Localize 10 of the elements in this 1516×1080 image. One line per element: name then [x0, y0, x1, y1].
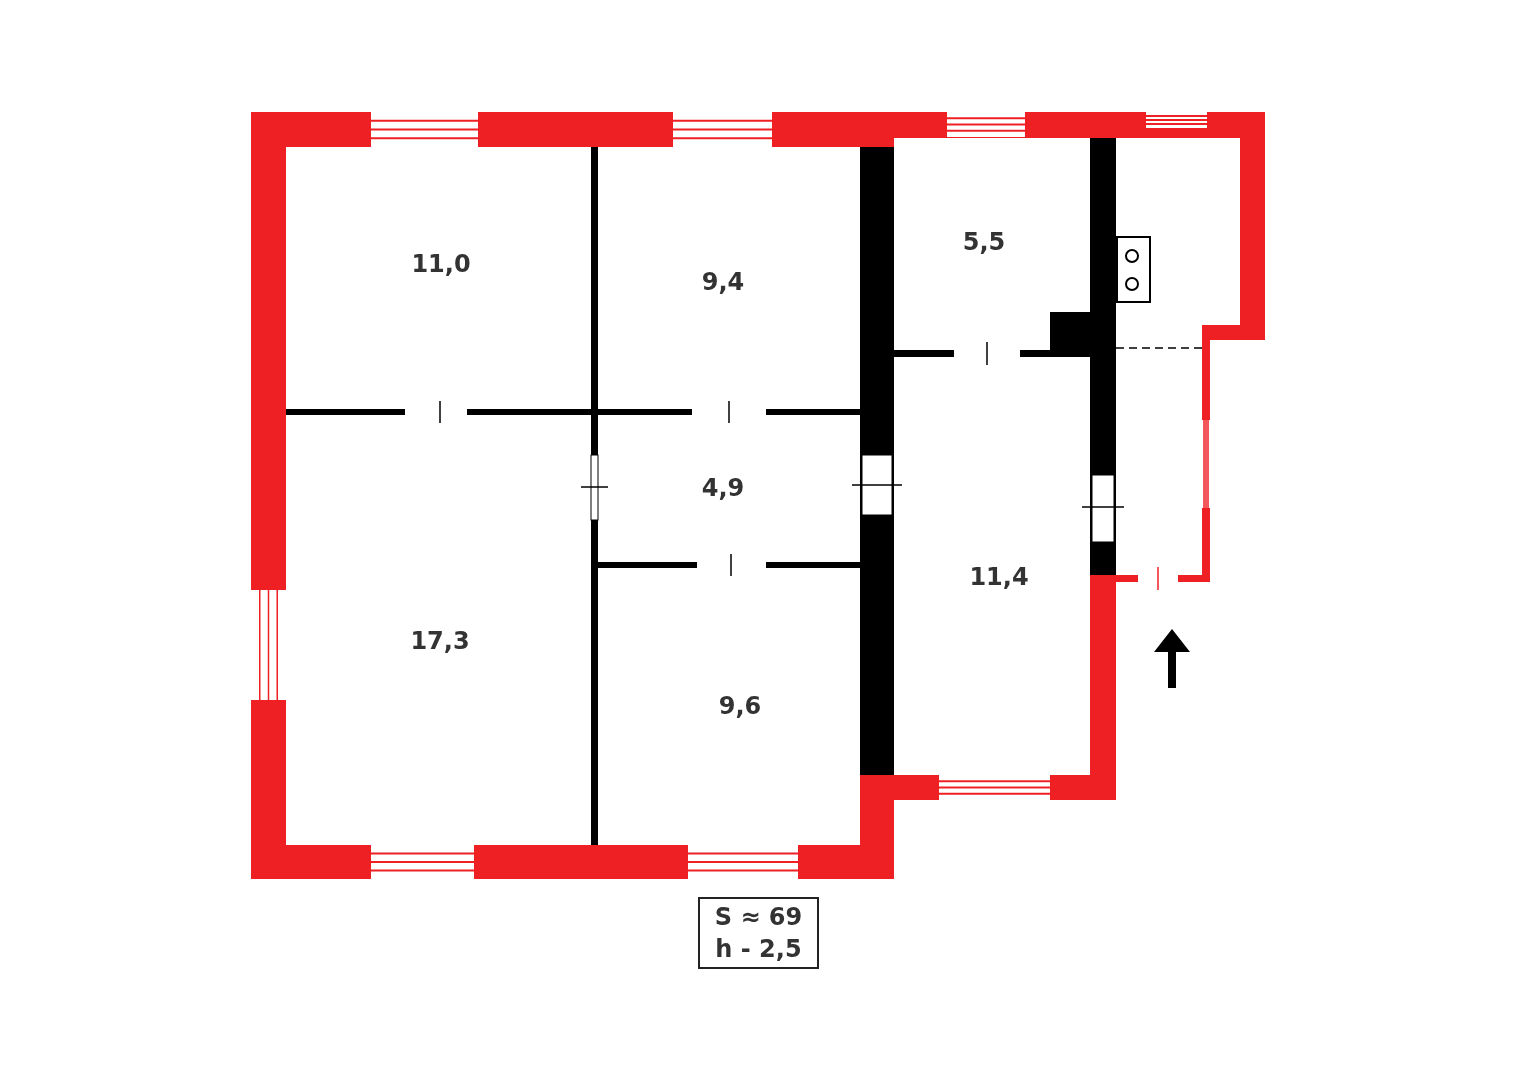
room-area-label: 4,9 — [701, 474, 745, 502]
room-area-label: 9,6 — [718, 692, 762, 720]
room-area-label: 11,4 — [969, 563, 1029, 591]
room-area-label: 9,4 — [701, 268, 745, 296]
room-area-label: 5,5 — [962, 228, 1006, 256]
room-area-label: 17,3 — [410, 627, 470, 655]
info-text: h - 2,5 — [715, 934, 802, 965]
info-box — [698, 897, 819, 969]
info-text: S ≈ 69 — [714, 902, 803, 933]
room-area-label: 11,0 — [411, 250, 471, 278]
